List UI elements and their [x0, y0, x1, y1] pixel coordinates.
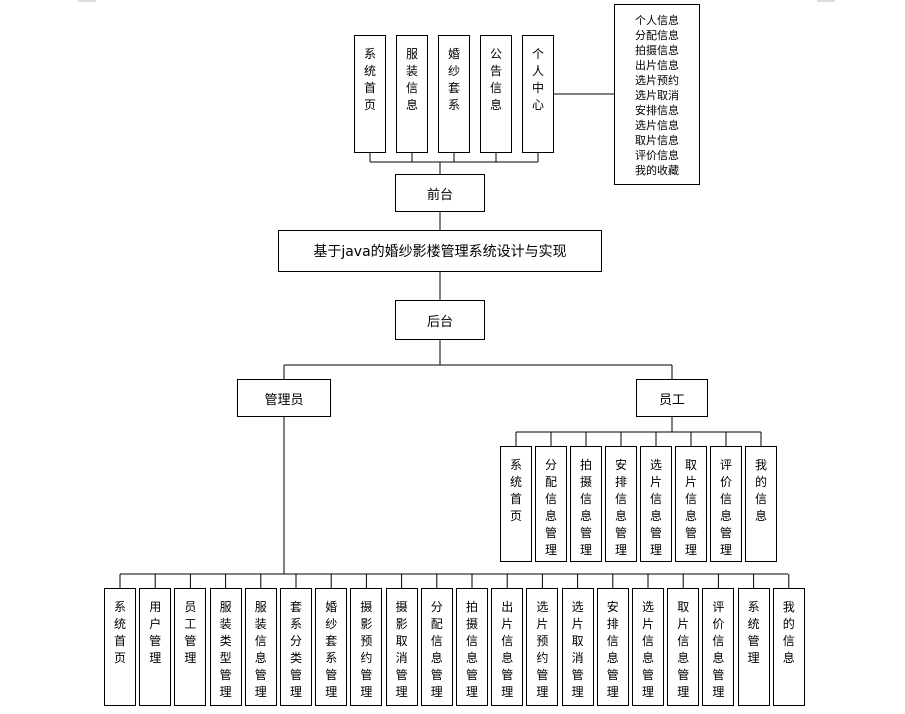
personal-center-item: 选片预约	[635, 74, 679, 87]
staff-module-0: 系统首页	[500, 446, 532, 562]
module-label: 我的信息	[755, 458, 768, 523]
admin-module-10: 拍摄信息管理	[456, 588, 488, 706]
personal-center-item: 取片信息	[635, 134, 679, 147]
admin-module-2: 员工管理	[174, 588, 207, 706]
module-label: 系统管理	[747, 600, 760, 665]
admin-module-15: 选片信息管理	[632, 588, 664, 706]
module-label: 分配信息管理	[430, 600, 443, 699]
module-label: 评价信息管理	[720, 458, 733, 557]
module-label: 婚纱套系	[448, 47, 461, 112]
backend-node: 后台	[395, 300, 485, 340]
admin-module-17: 评价信息管理	[702, 588, 735, 706]
personal-center-item: 分配信息	[635, 29, 679, 42]
admin-module-6: 婚纱套系管理	[315, 588, 348, 706]
frontend-module-3: 公告信息	[480, 35, 512, 153]
module-label: 取片信息管理	[677, 600, 690, 699]
frontend-module-2: 婚纱套系	[438, 35, 470, 153]
module-label: 选片信息管理	[642, 600, 655, 699]
admin-module-19: 我的信息	[772, 588, 805, 706]
module-label: 套系分类管理	[290, 600, 303, 699]
staff-module-1: 分配信息管理	[535, 446, 567, 562]
module-label: 摄影预约管理	[360, 600, 373, 699]
module-label: 系统首页	[510, 458, 523, 523]
module-label: 服装信息	[406, 47, 419, 112]
admin-module-11: 出片信息管理	[491, 588, 524, 706]
admin-module-18: 系统管理	[737, 588, 770, 706]
frontend-node: 前台	[395, 174, 485, 212]
module-label: 员工管理	[184, 600, 197, 665]
frontend-module-0: 系统首页	[354, 35, 386, 153]
admin-module-12: 选片预约管理	[526, 588, 559, 706]
admin-module-16: 取片信息管理	[667, 588, 700, 706]
personal-center-item: 评价信息	[635, 149, 679, 162]
module-label: 系统首页	[114, 600, 127, 665]
module-label: 摄影取消管理	[395, 600, 408, 699]
admin-module-5: 套系分类管理	[280, 588, 312, 706]
personal-center-item: 选片取消	[635, 89, 679, 102]
module-label: 出片信息管理	[501, 600, 514, 699]
admin-node: 管理员	[237, 379, 331, 417]
admin-module-1: 用户管理	[139, 588, 172, 706]
admin-module-8: 摄影取消管理	[385, 588, 418, 706]
module-label: 服装类型管理	[219, 600, 232, 699]
root-title: 基于java的婚纱影楼管理系统设计与实现	[278, 230, 602, 272]
staff-module-3: 安排信息管理	[605, 446, 637, 562]
admin-module-9: 分配信息管理	[420, 588, 453, 706]
personal-center-item: 安排信息	[635, 104, 679, 117]
module-label: 选片信息管理	[650, 458, 663, 557]
staff-module-6: 评价信息管理	[710, 446, 742, 562]
admin-module-13: 选片取消管理	[561, 588, 594, 706]
module-label: 用户管理	[149, 600, 162, 665]
admin-module-0: 系统首页	[104, 588, 136, 706]
personal-center-item: 拍摄信息	[635, 44, 679, 57]
personal-center-item: 我的收藏	[635, 164, 679, 177]
module-label: 公告信息	[490, 47, 503, 112]
module-label: 评价信息管理	[712, 600, 725, 699]
personal-center-item: 选片信息	[635, 119, 679, 132]
module-label: 拍摄信息管理	[466, 600, 479, 699]
personal-center-item: 出片信息	[635, 59, 679, 72]
module-label: 个人中心	[532, 47, 545, 112]
staff-module-4: 选片信息管理	[640, 446, 672, 562]
module-label: 拍摄信息管理	[580, 458, 593, 557]
module-label: 安排信息管理	[615, 458, 628, 557]
admin-module-3: 服装类型管理	[209, 588, 242, 706]
module-label: 婚纱套系管理	[325, 600, 338, 699]
staff-module-5: 取片信息管理	[675, 446, 707, 562]
module-label: 服装信息管理	[254, 600, 267, 699]
module-label: 选片取消管理	[571, 600, 584, 699]
staff-node: 员工	[636, 379, 708, 417]
personal-center-list: 个人信息分配信息拍摄信息出片信息选片预约选片取消安排信息选片信息取片信息评价信息…	[614, 4, 700, 185]
admin-module-14: 安排信息管理	[596, 588, 629, 706]
module-label: 取片信息管理	[685, 458, 698, 557]
frontend-module-4: 个人中心	[522, 35, 554, 153]
staff-module-7: 我的信息	[745, 446, 777, 562]
module-label: 我的信息	[782, 600, 795, 665]
module-label: 安排信息管理	[606, 600, 619, 699]
module-label: 分配信息管理	[545, 458, 558, 557]
admin-module-7: 摄影预约管理	[350, 588, 383, 706]
personal-center-item: 个人信息	[635, 14, 679, 27]
module-label: 选片预约管理	[536, 600, 549, 699]
admin-module-4: 服装信息管理	[244, 588, 277, 706]
module-label: 系统首页	[364, 47, 377, 112]
staff-module-2: 拍摄信息管理	[570, 446, 602, 562]
frontend-module-1: 服装信息	[396, 35, 428, 153]
